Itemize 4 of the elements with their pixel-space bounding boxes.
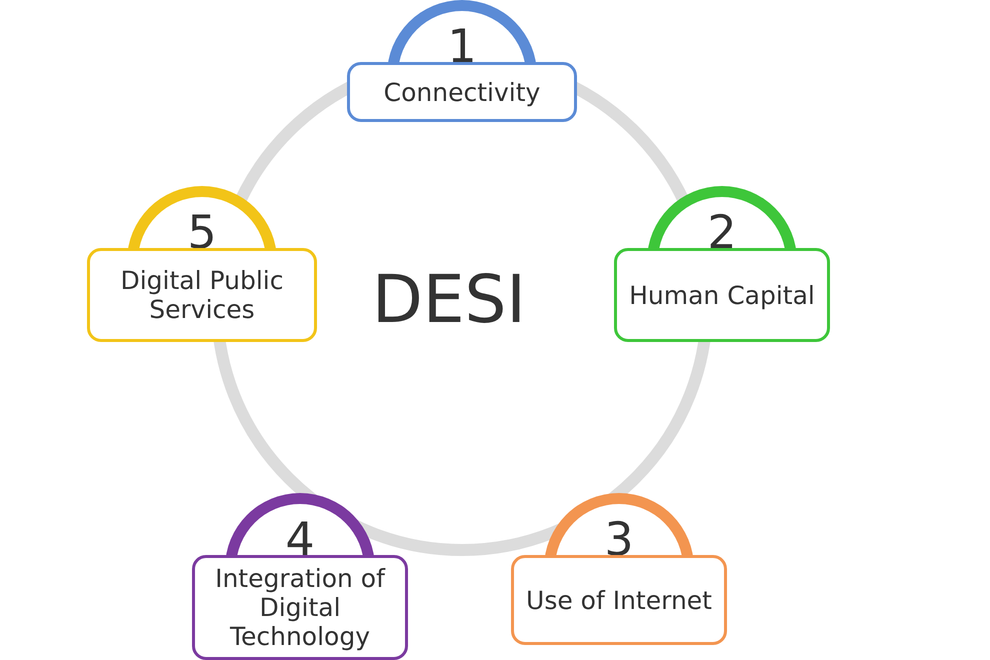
- label-card: Use of Internet: [511, 555, 727, 645]
- label-card: Integration of Digital Technology: [192, 555, 408, 660]
- center-label: DESI: [372, 262, 526, 338]
- label-card: Human Capital: [614, 248, 830, 342]
